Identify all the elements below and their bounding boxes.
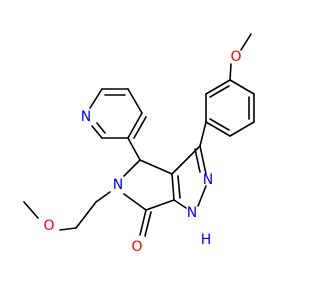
atom-carbonyl-o: O <box>131 239 142 255</box>
bond-mp-1 <box>229 79 255 95</box>
bond-o-ch3 <box>23 201 39 219</box>
bond-pz-c3-n2 <box>199 145 207 175</box>
bond-py-5 <box>91 125 103 139</box>
atom-pyridine-n: N <box>81 109 91 125</box>
bond-py-4 <box>89 88 103 109</box>
bond-ome-ch3 <box>240 33 252 51</box>
bond-carbonyl-b <box>144 211 152 237</box>
atom-pyrazole-n2: N <box>203 172 213 188</box>
bond-py-2 <box>127 88 143 114</box>
bond-pz-c6a-c3a <box>171 173 175 201</box>
bond-ome-ring <box>229 63 232 81</box>
bond-pr-c4-n5 <box>123 159 141 177</box>
bond-mp-4 <box>205 121 231 137</box>
bond-mp-6 <box>205 79 231 95</box>
bond-pr-n5-c6 <box>123 193 147 211</box>
atom-chain-o: O <box>43 218 54 234</box>
bond-carbonyl <box>139 209 147 236</box>
bond-py-5b <box>96 122 106 134</box>
molecule-canvas: O N N N O N H O <box>23 33 255 255</box>
bond-py-1b <box>133 116 147 139</box>
bond-aryl-pyrazole <box>199 121 207 147</box>
atom-methoxy-o: O <box>230 49 241 65</box>
bond-n5-ch2 <box>95 191 111 203</box>
bond-pr-c3a-c4 <box>139 159 173 175</box>
bond-pr-c6-c6a <box>145 199 175 211</box>
bond-mp-4b <box>209 118 230 131</box>
bond-mp-3 <box>229 121 255 137</box>
bond-c4-pyridine <box>127 137 141 161</box>
bond-pz-n1-c6a <box>173 199 187 209</box>
bond-pz-c6a-c3ab <box>177 175 181 199</box>
atom-h-on-n1: H <box>201 232 212 248</box>
atom-pyrrolone-n5: N <box>113 177 123 193</box>
bond-mp-6b <box>209 85 230 98</box>
molecule-structure: O N N N O N H O <box>23 33 255 255</box>
atom-pyrazole-n1: N <box>187 205 197 221</box>
bond-pz-c3a-c3 <box>171 145 201 175</box>
bond-ch2-o <box>59 227 77 231</box>
bond-pz-n2-n1 <box>197 185 207 207</box>
bond-ch2-ch2 <box>75 201 97 229</box>
bond-pz-c3-n2b <box>194 148 201 173</box>
bond-py-1 <box>127 112 143 139</box>
